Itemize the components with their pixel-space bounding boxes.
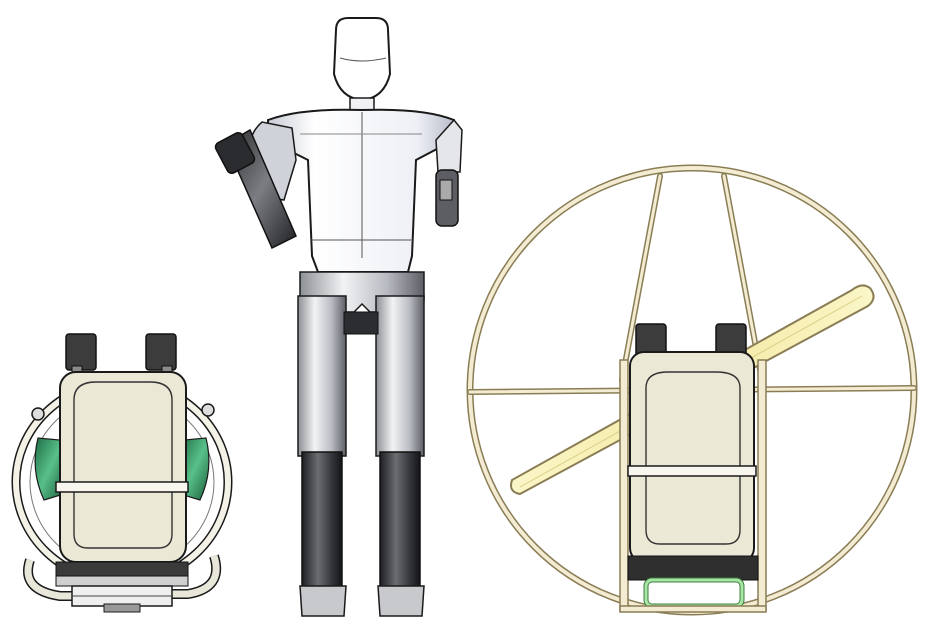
mannequin-pilot-front-view xyxy=(214,17,463,617)
paramotor-with-cage-rear-view xyxy=(466,164,918,616)
compact-paramotor-rear-view xyxy=(11,333,233,613)
